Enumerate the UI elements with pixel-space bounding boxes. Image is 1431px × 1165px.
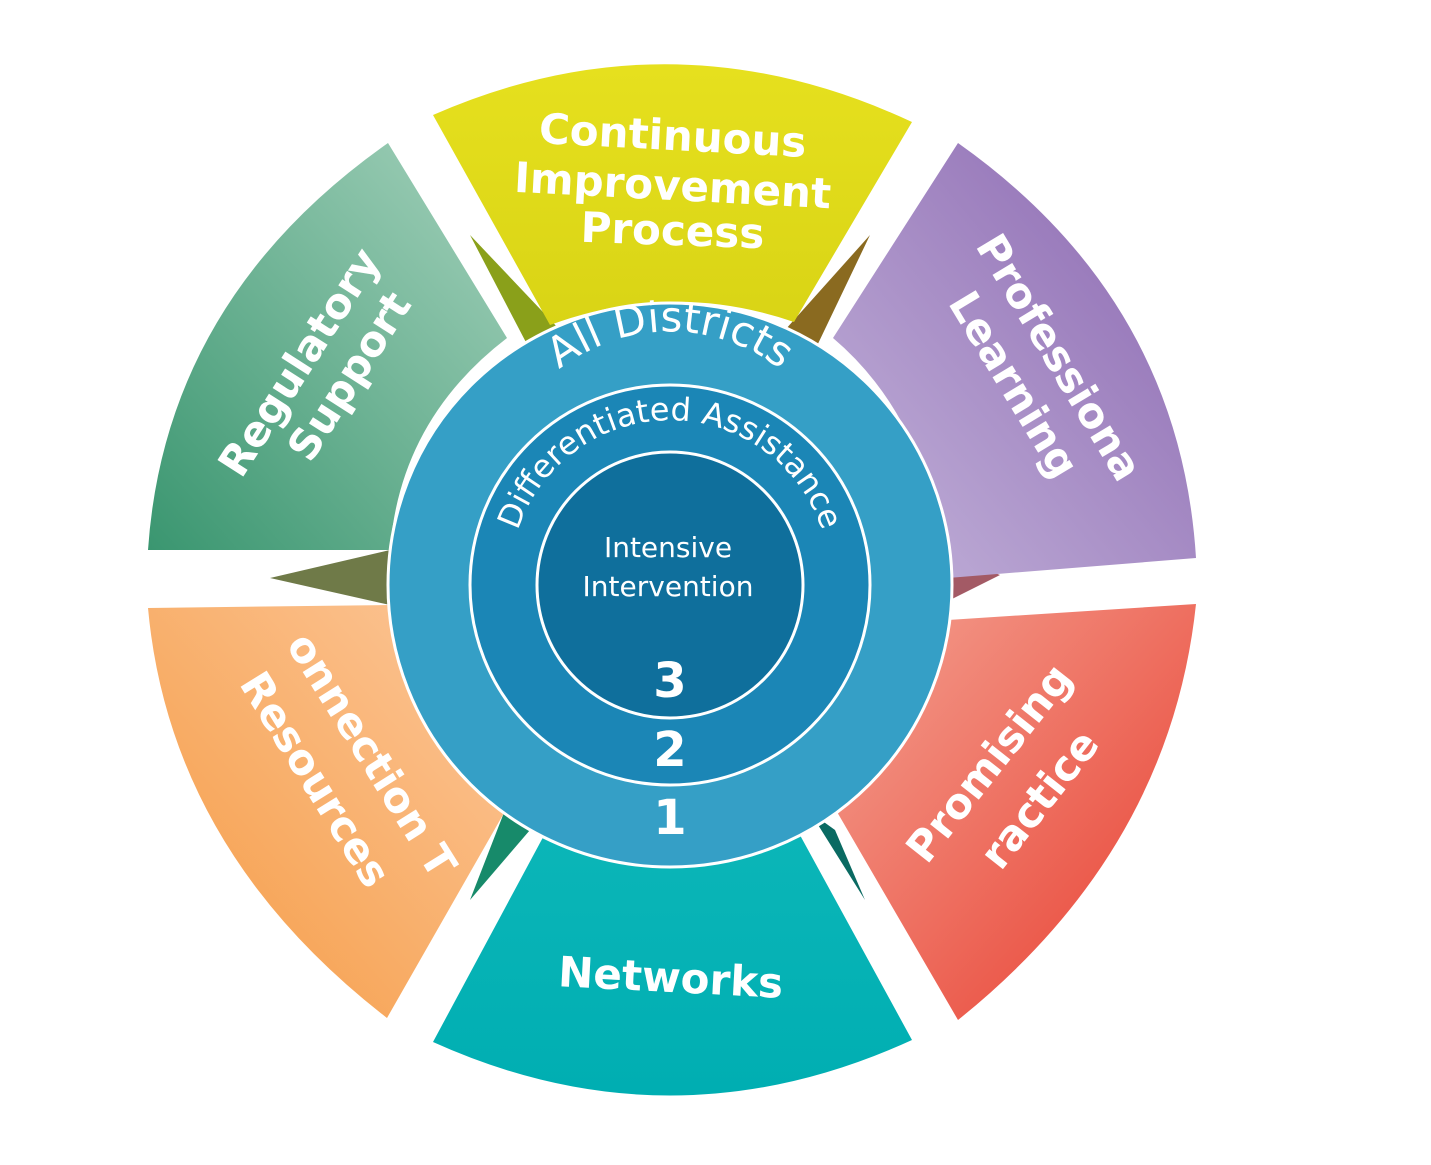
connector-top-left <box>470 235 560 350</box>
tier-label-inner-line: Intervention <box>583 570 754 603</box>
connector-bottom-left <box>470 810 530 900</box>
segment-continuous-improvement[interactable] <box>433 64 912 326</box>
segment-label-networks: Networks <box>557 947 784 1008</box>
segment-regulatory-support[interactable] <box>148 143 507 550</box>
connector-top-right <box>785 235 870 350</box>
segment-connection-to-resources[interactable] <box>148 605 508 1018</box>
segment-networks[interactable] <box>433 826 912 1096</box>
tier-number-3: 3 <box>653 653 686 709</box>
tier-ring-inner[interactable] <box>535 450 805 720</box>
tier-number-2: 2 <box>653 722 686 778</box>
connector-bottom-right <box>810 812 865 900</box>
tier-number-1: 1 <box>653 790 686 846</box>
connector-left <box>270 550 390 605</box>
tier-label-inner-line: Intensive <box>604 531 732 564</box>
connector-wedges <box>270 235 1000 900</box>
segment-label-line: Process <box>580 203 765 258</box>
